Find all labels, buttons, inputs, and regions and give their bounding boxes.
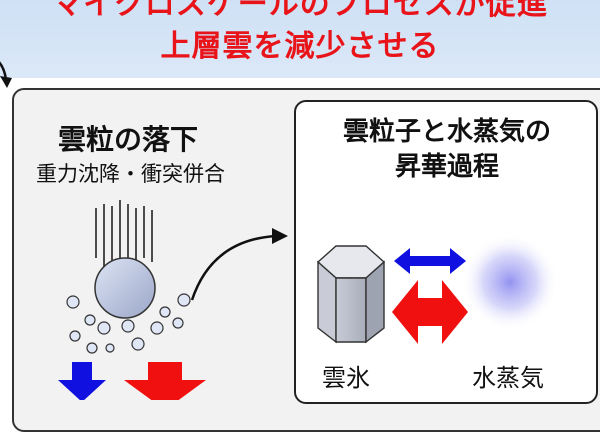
red-double-arrow: [392, 280, 468, 344]
headline-line-1: マイクロスケールのプロセスが促進: [52, 0, 548, 22]
left-panel-subtitle: 重力沈降・衝突併合: [36, 162, 225, 186]
fall-streaks: [95, 200, 153, 270]
blue-double-arrow: [394, 248, 466, 274]
ice-crystal: [316, 245, 386, 344]
right-panel-title-1: 雲粒子と水蒸気の: [342, 117, 551, 147]
water-vapor-blob: [462, 234, 558, 330]
headline-line-2: 上層雲を減少させる: [160, 29, 440, 64]
right-panel-title-2: 昇華過程: [394, 152, 499, 182]
incoming-arrow: [0, 61, 12, 88]
transfer-arrow: [190, 228, 288, 301]
label-cloud-ice: 雲氷: [322, 364, 370, 392]
header-band: [0, 0, 600, 78]
label-water-vapor: 水蒸気: [472, 364, 544, 392]
small-droplets: [66, 293, 191, 354]
left-panel-title: 雲粒の落下: [58, 123, 199, 156]
diagram-graphics: [0, 61, 558, 400]
cloud-drop-large: [94, 257, 156, 319]
red-down-arrow: [124, 362, 206, 400]
blue-down-arrow: [58, 362, 106, 400]
